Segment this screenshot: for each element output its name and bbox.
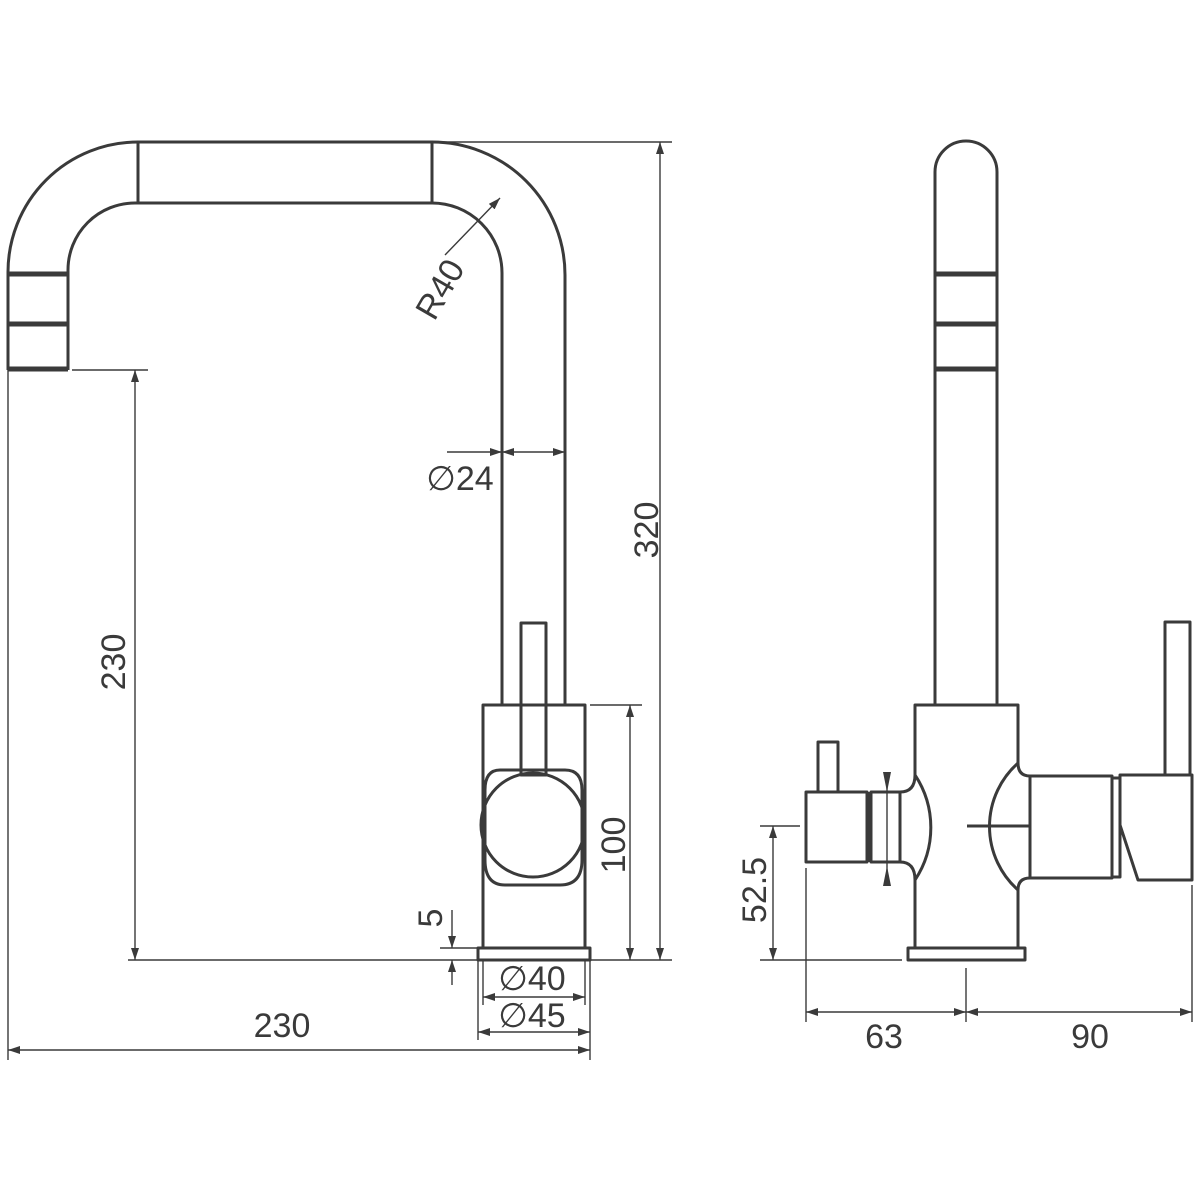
side-lever xyxy=(1163,620,1192,777)
dim-total-height: 320 xyxy=(628,502,666,559)
side-valve-lever xyxy=(816,740,840,794)
dim-left-depth: 63 xyxy=(865,1018,903,1056)
side-base-plate xyxy=(906,946,1027,962)
front-view: 320 230 100 5 ∅24 R40 ∅40 ∅45 230 xyxy=(6,140,672,1060)
dim-body-diameter: ∅40 xyxy=(498,960,565,998)
knob xyxy=(479,771,587,879)
side-lever-base xyxy=(1118,773,1194,882)
dim-radius: R40 xyxy=(408,253,472,326)
side-valve-knob xyxy=(804,790,869,864)
dim-spout-diameter: ∅24 xyxy=(426,460,493,498)
tap-body xyxy=(481,703,587,950)
lever-handle xyxy=(519,621,548,777)
side-view: 52.5 63 90 xyxy=(736,139,1194,1056)
dim-side-valve-height: 52.5 xyxy=(736,857,774,923)
spout-inner xyxy=(66,201,504,705)
dim-right-depth: 90 xyxy=(1071,1018,1109,1056)
dim-spout-height: 230 xyxy=(95,634,133,691)
dim-reach: 230 xyxy=(254,1007,311,1045)
dim-base-thickness: 5 xyxy=(412,909,450,928)
knob-housing xyxy=(483,768,584,887)
dim-body-height: 100 xyxy=(595,817,633,874)
dim-base-diameter: ∅45 xyxy=(498,997,565,1035)
side-spout xyxy=(933,139,999,705)
base-plate xyxy=(476,946,592,962)
spout-outer xyxy=(6,140,567,705)
